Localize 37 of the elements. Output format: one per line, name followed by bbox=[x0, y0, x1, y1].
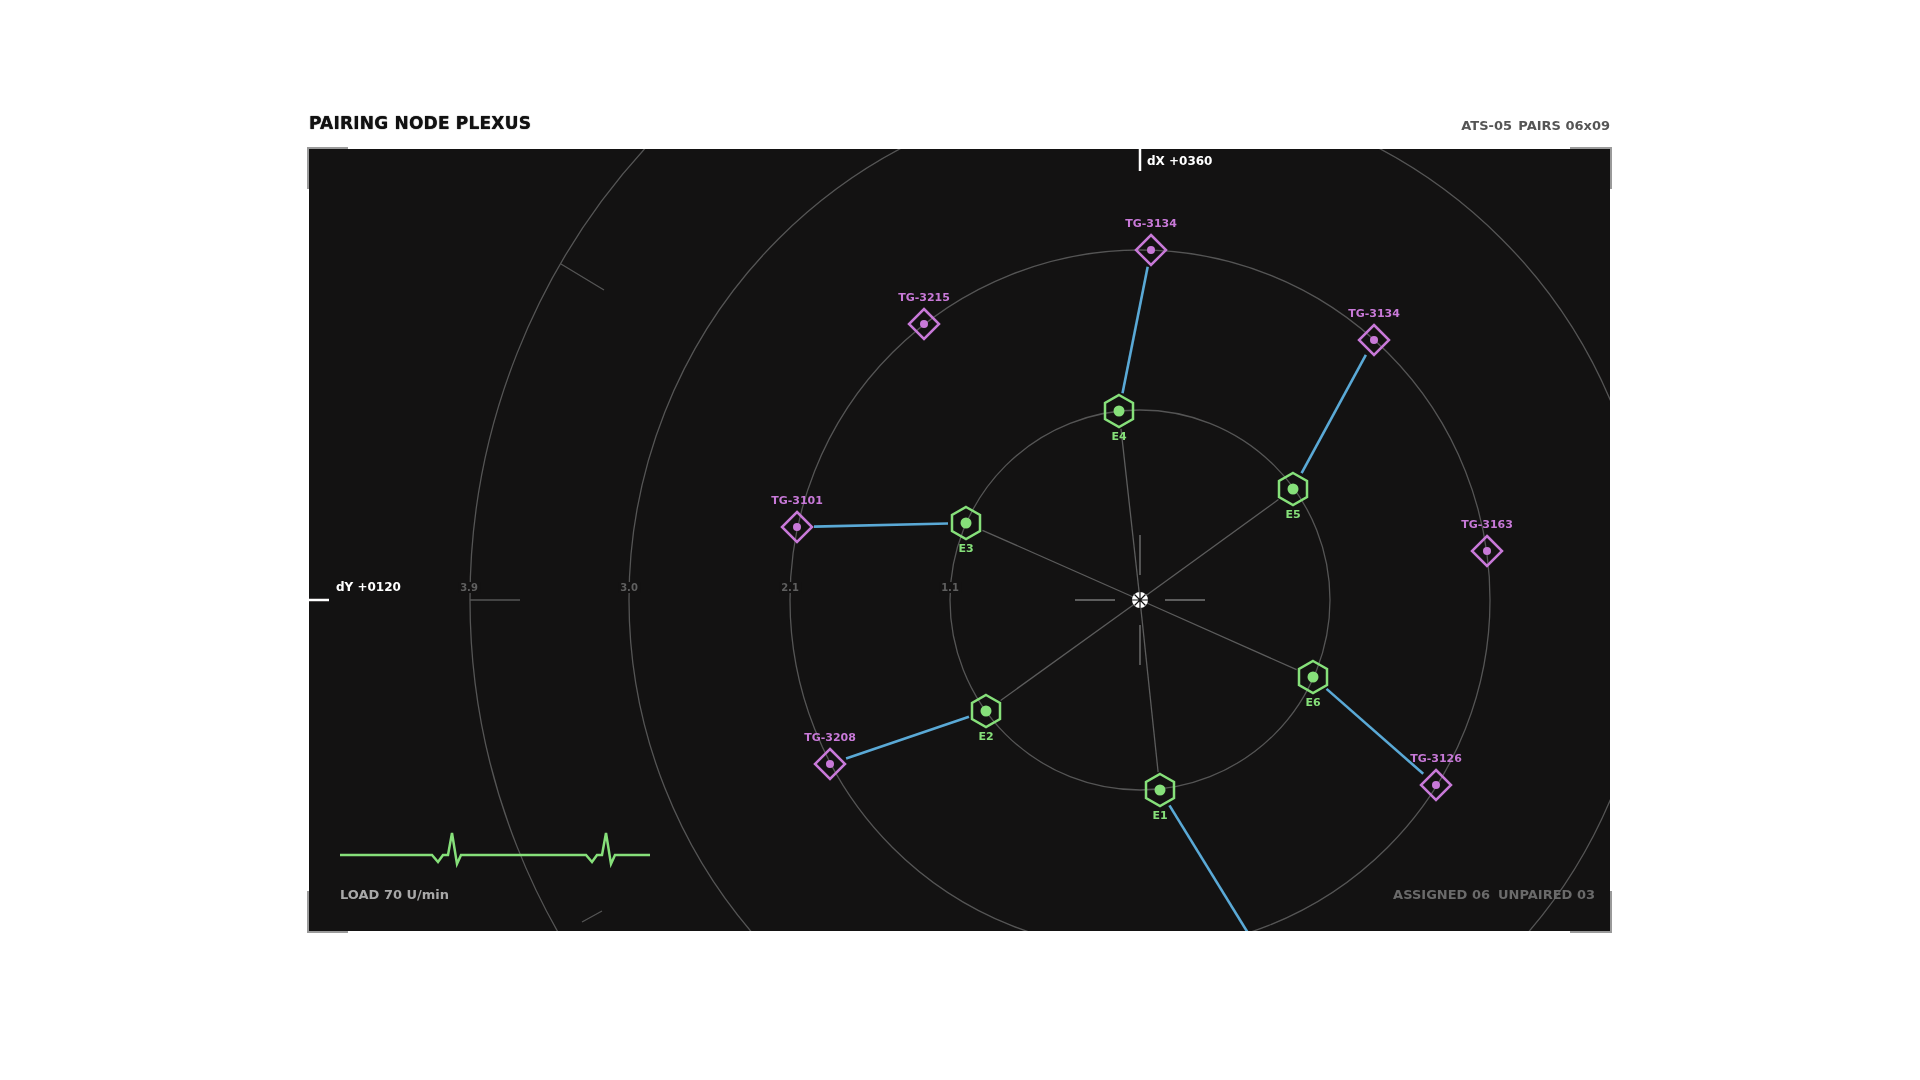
range-label: 2.1 bbox=[779, 582, 801, 593]
node-label: TG-3126 bbox=[1410, 752, 1462, 765]
range-label: 3.0 bbox=[618, 582, 640, 593]
node-label: E1 bbox=[1152, 809, 1168, 822]
spoke-line bbox=[999, 604, 1135, 702]
node-label: TG-3208 bbox=[804, 731, 856, 744]
status-readout: ASSIGNED 06 bbox=[1393, 887, 1490, 902]
node-label: E6 bbox=[1305, 696, 1321, 709]
node-label: TG-3101 bbox=[771, 494, 823, 507]
node-label: E2 bbox=[978, 730, 994, 743]
node-label: E3 bbox=[958, 542, 974, 555]
status-readout: LOAD 70 U/min bbox=[340, 887, 450, 902]
pairing-link bbox=[1168, 804, 1250, 931]
header-code: PAIRS 06x09 bbox=[1518, 118, 1610, 133]
node-label: E5 bbox=[1285, 508, 1301, 521]
spoke-line bbox=[1140, 607, 1159, 773]
range-label: 1.1 bbox=[939, 582, 961, 593]
node-label: E4 bbox=[1111, 430, 1127, 443]
spoke-line bbox=[981, 529, 1134, 598]
spoke-line bbox=[1120, 428, 1140, 593]
node-label: TG-3215 bbox=[898, 291, 950, 304]
node-label: TG-3134 bbox=[1348, 307, 1400, 320]
status-readout: UNPAIRED 03 bbox=[1498, 887, 1595, 902]
node-label: TG-3163 bbox=[1461, 518, 1513, 531]
node-label: TG-3134 bbox=[1125, 217, 1177, 230]
pairing-link bbox=[1300, 354, 1368, 474]
pairing-link bbox=[1121, 266, 1149, 394]
spoke-line bbox=[1146, 602, 1298, 671]
diagram-title: PAIRING NODE PLEXUS bbox=[309, 113, 532, 133]
header-code: ATS-05 bbox=[1461, 118, 1512, 133]
pairing-link bbox=[813, 522, 949, 528]
pairing-link bbox=[845, 715, 970, 760]
spoke-line bbox=[1145, 498, 1280, 596]
axis-readout: dY +0120 bbox=[336, 580, 401, 594]
axis-readout: dX +0360 bbox=[1147, 154, 1213, 168]
range-label: 3.9 bbox=[458, 582, 480, 593]
pairing-link bbox=[1325, 687, 1425, 775]
